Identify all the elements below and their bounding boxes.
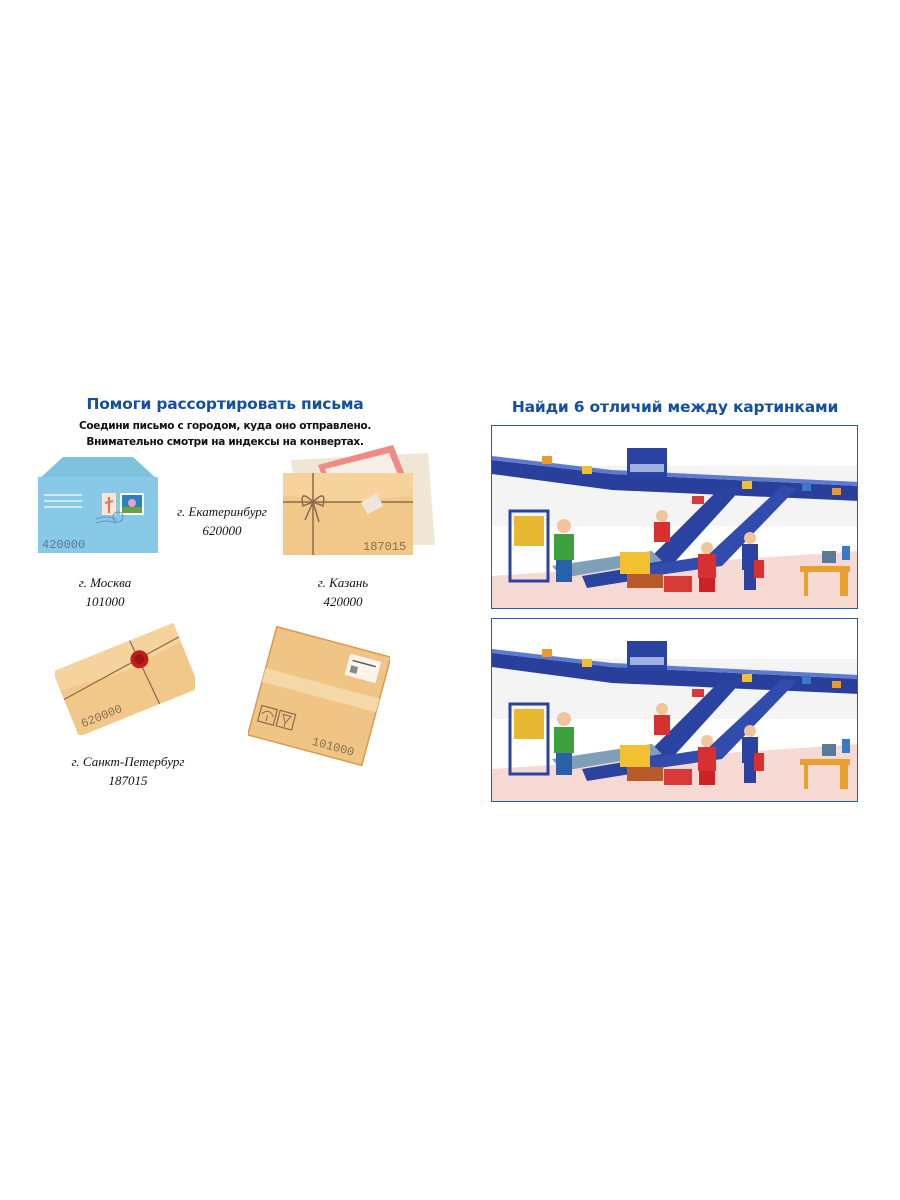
city-name: г. Москва (78, 575, 132, 590)
parcel-box[interactable]: 101000 (248, 625, 390, 770)
kraft-envelope-with-bow[interactable]: 187015 (283, 445, 438, 563)
blue-envelope[interactable]: 420000 (38, 455, 160, 555)
city-label-moscow[interactable]: г. Москва 101000 (25, 573, 185, 611)
sorting-center-illustration (492, 426, 857, 608)
differences-task-title: Найди 6 отличий между картинками (511, 398, 839, 416)
envelope-index: 420000 (42, 538, 85, 552)
city-index: 101000 (85, 594, 125, 609)
envelope-index: 187015 (363, 540, 406, 554)
picture-modified[interactable] (491, 618, 858, 802)
picture-original[interactable] (491, 425, 858, 609)
sorting-task-title: Помоги рассортировать письма (86, 395, 364, 413)
sorting-instructions: Соедини письмо с городом, куда оно отпра… (40, 418, 410, 450)
city-label-kazan[interactable]: г. Казань 420000 (263, 573, 423, 611)
instruction-line-1: Соедини письмо с городом, куда оно отпра… (78, 420, 372, 432)
instruction-line-2: Внимательно смотри на индексы на конверт… (86, 436, 364, 448)
city-label-yekaterinburg[interactable]: г. Екатеринбург 620000 (142, 502, 302, 540)
city-index: 620000 (202, 523, 242, 538)
city-name: г. Казань (317, 575, 369, 590)
envelope-with-wax-seal[interactable]: 620000 (55, 620, 195, 735)
city-label-saint-petersburg[interactable]: г. Санкт-Петербург 187015 (48, 752, 208, 790)
city-name: г. Екатеринбург (177, 504, 267, 519)
city-name: г. Санкт-Петербург (71, 754, 185, 769)
sorting-center-illustration (492, 619, 857, 801)
city-index: 420000 (323, 594, 363, 609)
city-index: 187015 (108, 773, 148, 788)
